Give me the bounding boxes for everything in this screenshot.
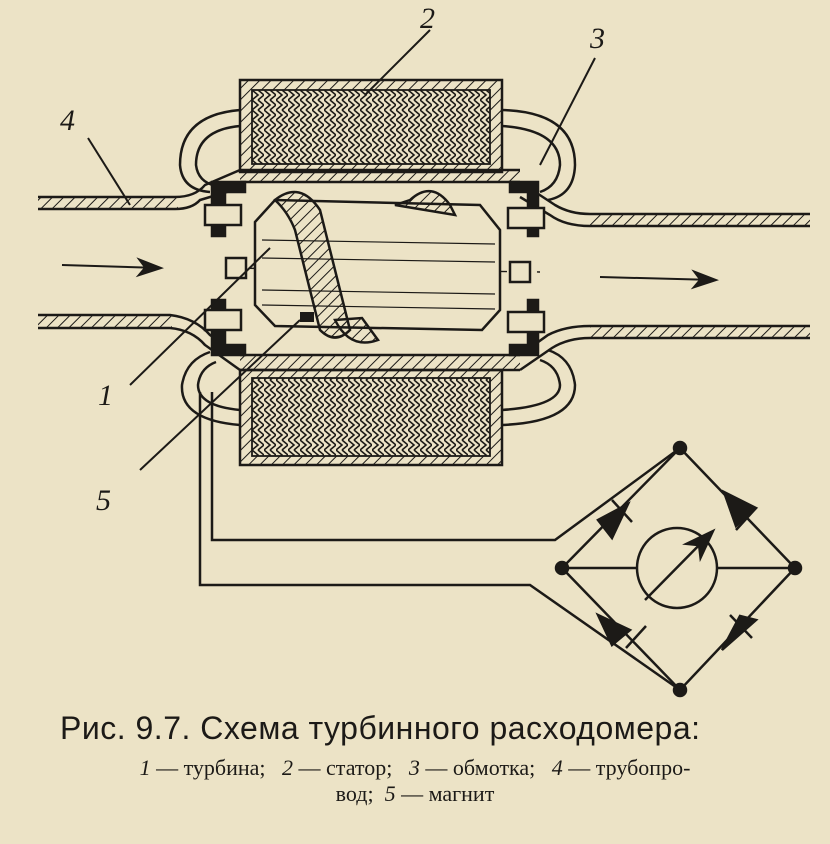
figure-caption: Рис. 9.7. Схема турбинного расходомера: …: [0, 700, 830, 844]
callout-leaders: [87, 29, 596, 471]
flowmeter-diagram: 1 2 3 4 5: [38, 2, 810, 698]
flow-out-arrow: [599, 269, 719, 290]
callout-4: 4: [60, 104, 75, 137]
meter: [635, 526, 719, 610]
diode-bridge: [554, 440, 803, 698]
callout-1: 1: [98, 379, 113, 412]
diode-icon: [595, 612, 647, 649]
callout-3: 3: [589, 22, 605, 55]
flow-in-arrow: [61, 257, 164, 278]
winding: [178, 108, 577, 427]
callout-2: 2: [420, 2, 435, 35]
stator: [238, 78, 504, 467]
signal-wires: [198, 392, 681, 692]
legend-item: 3 — обмотка;: [408, 755, 536, 780]
legend-item: 4 — трубопро-: [551, 755, 691, 780]
diode-icon: [720, 614, 759, 651]
turbine: [253, 190, 502, 344]
diode-icon: [596, 499, 633, 541]
diode-icon: [721, 489, 759, 531]
legend-item: 2 — статор;: [282, 755, 393, 780]
callout-5: 5: [96, 484, 111, 517]
legend-item: 5 — магнит: [384, 781, 495, 806]
magnet: [300, 312, 314, 322]
legend-item: вод;: [335, 781, 374, 806]
bearings: [203, 180, 546, 357]
legend-item: 1 — турбина;: [139, 755, 266, 780]
caption-title: Рис. 9.7. Схема турбинного расходомера:: [60, 710, 701, 746]
caption-legend: 1 — турбина; 2 — статор; 3 — обмотка; 4 …: [0, 755, 830, 807]
